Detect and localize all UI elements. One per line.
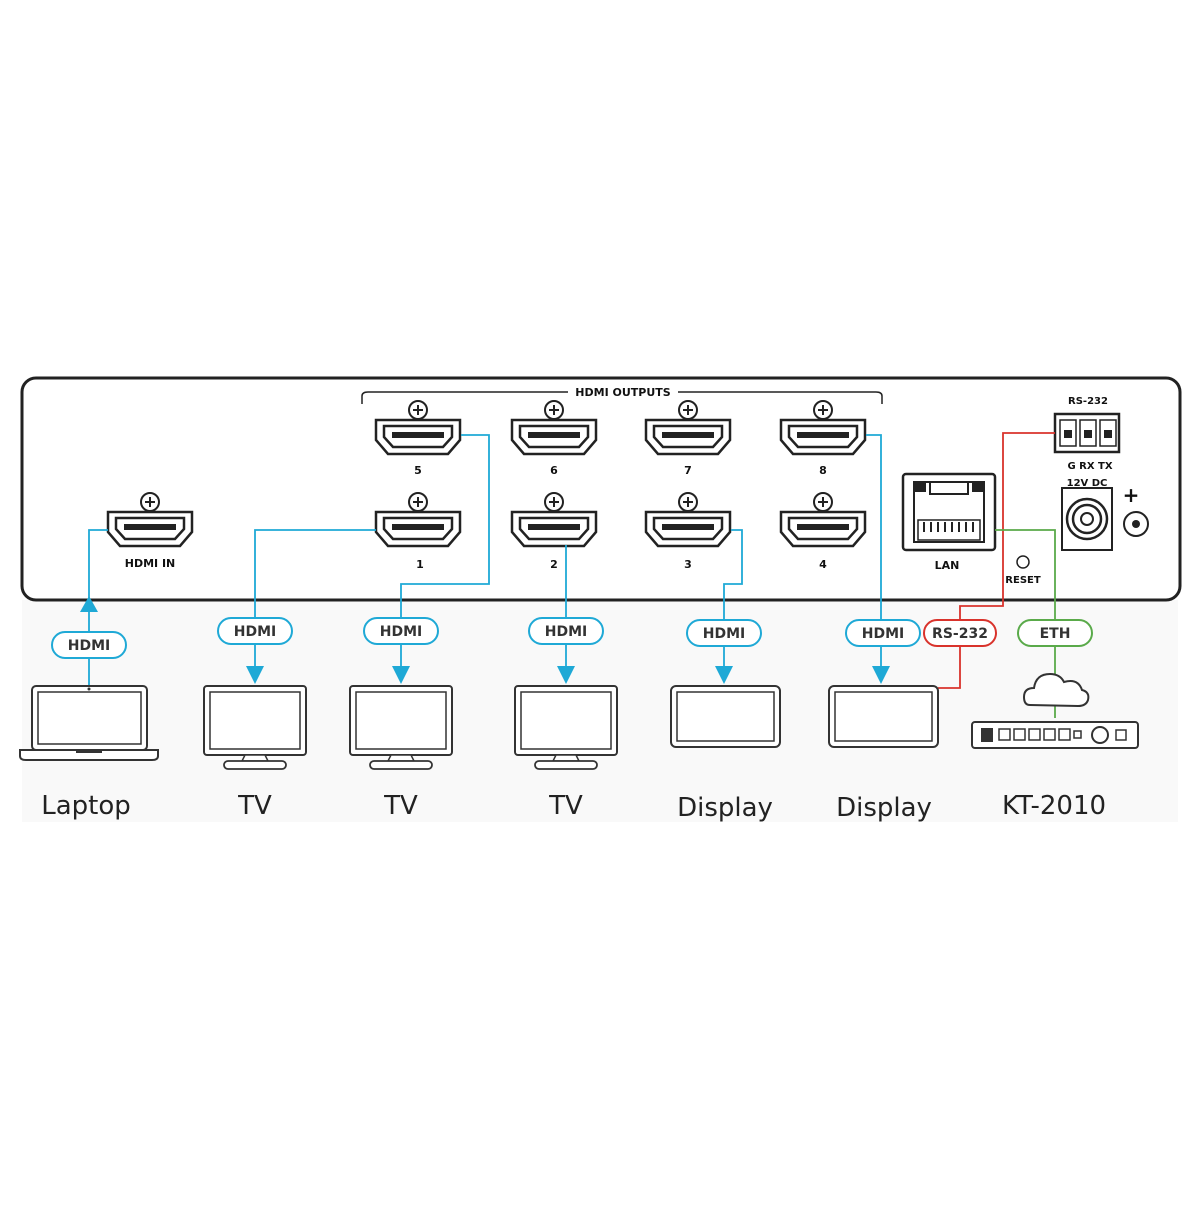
wire-output-8	[866, 434, 882, 676]
port-label-8: 8	[819, 464, 827, 477]
rear-panel	[20, 376, 1182, 602]
polarity-icon	[1123, 511, 1149, 537]
port-label-2: 2	[550, 558, 558, 571]
wire-output-5	[400, 434, 490, 676]
device-label-display-2: Display	[836, 793, 932, 823]
hdmi-outputs-label: HDMI OUTPUTS	[575, 386, 670, 399]
tv-icon	[514, 685, 618, 770]
arrow-down-icon	[557, 666, 575, 684]
port-label-4: 4	[819, 558, 827, 571]
eth-pill: ETH	[1017, 619, 1093, 647]
svg-text:HDMI: HDMI	[234, 624, 276, 640]
power-plus-label: +	[1123, 483, 1140, 507]
device-label-display-1: Display	[677, 793, 773, 823]
svg-text:HDMI: HDMI	[703, 626, 745, 642]
svg-text:HDMI: HDMI	[545, 624, 587, 640]
lan-port	[901, 472, 997, 552]
lan-label: LAN	[935, 559, 960, 572]
device-label-tv-2: TV	[383, 791, 418, 821]
rs232-header: RS-232	[1068, 396, 1108, 407]
power-label: 12V DC	[1067, 478, 1108, 489]
port-label-7: 7	[684, 464, 692, 477]
arrow-down-icon	[715, 666, 733, 684]
hdmi-pill-display1: HDMI	[686, 619, 762, 647]
svg-text:HDMI: HDMI	[862, 626, 904, 642]
tv-icon	[203, 685, 307, 770]
wire-rs232	[938, 432, 1055, 689]
hdmi-pill-tv2: HDMI	[363, 617, 439, 645]
port-label-1: 1	[416, 558, 424, 571]
kt-2010-panel-icon	[971, 721, 1139, 749]
svg-text:HDMI: HDMI	[380, 624, 422, 640]
device-label-laptop: Laptop	[41, 791, 131, 821]
arrow-down-icon	[392, 666, 410, 684]
display-icon	[828, 685, 939, 748]
port-label-3: 3	[684, 558, 692, 571]
device-label-tv-1: TV	[237, 791, 272, 821]
hdmi-pill-laptop: HDMI	[51, 631, 127, 659]
arrow-up-icon	[80, 596, 98, 612]
tv-icon	[349, 685, 453, 770]
reset-button	[1016, 555, 1030, 569]
hdmi-in-label: HDMI IN	[125, 557, 176, 570]
display-icon	[670, 685, 781, 748]
hdmi-pill-tv3: HDMI	[528, 617, 604, 645]
rs232-terminal	[1053, 412, 1121, 454]
rs232-pill: RS-232	[923, 619, 997, 647]
power-jack	[1061, 487, 1113, 551]
svg-text:RS-232: RS-232	[932, 626, 988, 642]
reset-label: RESET	[1005, 575, 1041, 586]
hdmi-pill-tv1: HDMI	[217, 617, 293, 645]
svg-text:ETH: ETH	[1040, 626, 1071, 642]
arrow-down-icon	[872, 666, 890, 684]
laptop-icon	[19, 685, 159, 761]
arrow-down-icon	[246, 666, 264, 684]
port-label-5: 5	[414, 464, 422, 477]
svg-text:HDMI: HDMI	[68, 638, 110, 654]
device-label-kt-2010: KT-2010	[1002, 791, 1106, 821]
wire-eth	[995, 529, 1056, 718]
device-label-tv-3: TV	[548, 791, 583, 821]
hdmi-pill-display2: HDMI	[845, 619, 921, 647]
wire-output-3	[723, 529, 743, 676]
rs232-pins-label: G RX TX	[1067, 461, 1112, 472]
port-label-6: 6	[550, 464, 558, 477]
cloud-icon	[1022, 672, 1090, 708]
